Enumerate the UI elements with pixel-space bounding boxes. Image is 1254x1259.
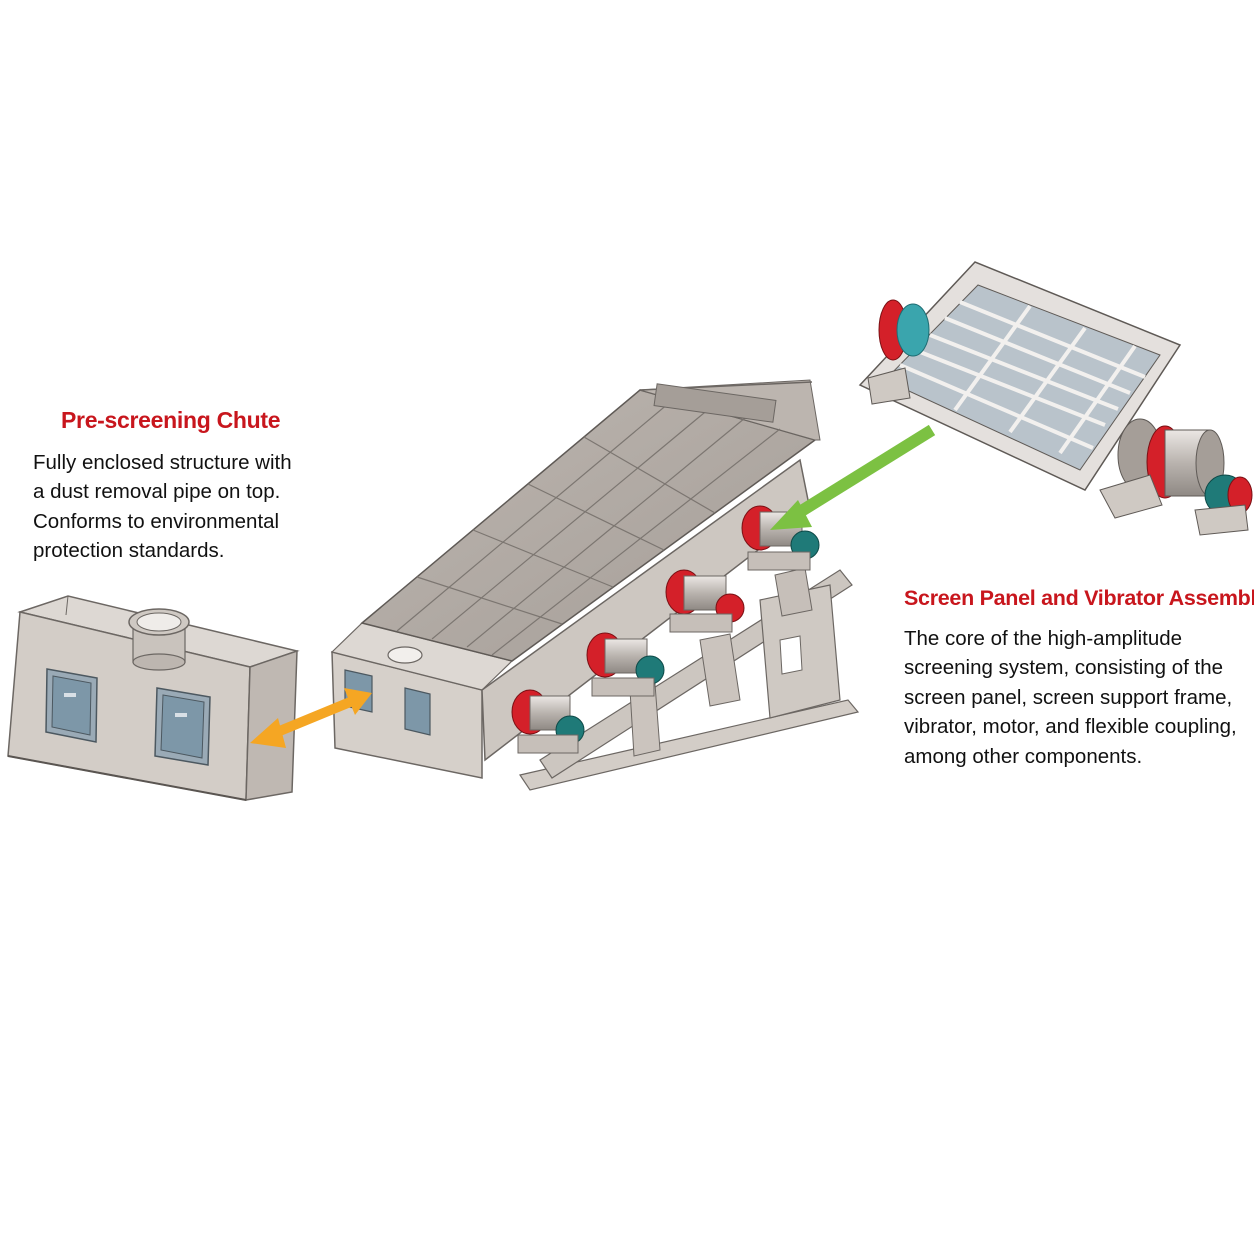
screen-callout-line: screen panel, screen support frame, [904, 685, 1233, 709]
screen-callout-title: Screen Panel and Vibrator Assembly [904, 586, 1254, 610]
pre-screening-chute [7, 595, 300, 801]
screen-callout-line: The core of the high-amplitude [904, 627, 1183, 650]
chute-callout-line: Conforms to environmental [33, 509, 280, 533]
chute-callout-title: Pre-screening Chute [61, 407, 281, 433]
dust-pipe-icon [128, 608, 190, 671]
support-frame [519, 567, 860, 791]
vibrator-assembly [741, 505, 820, 571]
inspection-door-icon [154, 687, 211, 766]
vibrator-red-icon [878, 299, 930, 361]
vibrator-assembly [665, 569, 745, 633]
chute-callout-line: Fully enclosed structure with [33, 451, 292, 474]
vibrator-red-icon [1117, 418, 1225, 499]
chute-callout-line: protection standards. [33, 539, 225, 563]
green-arrow [770, 424, 936, 530]
chute-callout-line: a dust removal pipe on top. [33, 480, 281, 504]
inspection-door-icon [45, 668, 98, 743]
vibrator-assembly [511, 689, 585, 754]
vibrator-assembly [586, 632, 665, 697]
screen-panel-detail [858, 261, 1253, 536]
screen-callout-line: screening system, consisting of the [904, 656, 1224, 680]
screen-callout-line: vibrator, motor, and flexible coupling, [904, 715, 1237, 739]
motor-icon [1204, 474, 1253, 516]
orange-double-arrow [250, 688, 372, 748]
screen-callout-line: among other components. [904, 744, 1143, 768]
chute-callout-body: Fully enclosed structure with a dust rem… [33, 448, 292, 566]
inspection-door-icon [404, 687, 431, 736]
screen-callout-body: The core of the high-amplitude screening… [904, 624, 1237, 771]
vibrating-screen-machine [330, 379, 860, 791]
